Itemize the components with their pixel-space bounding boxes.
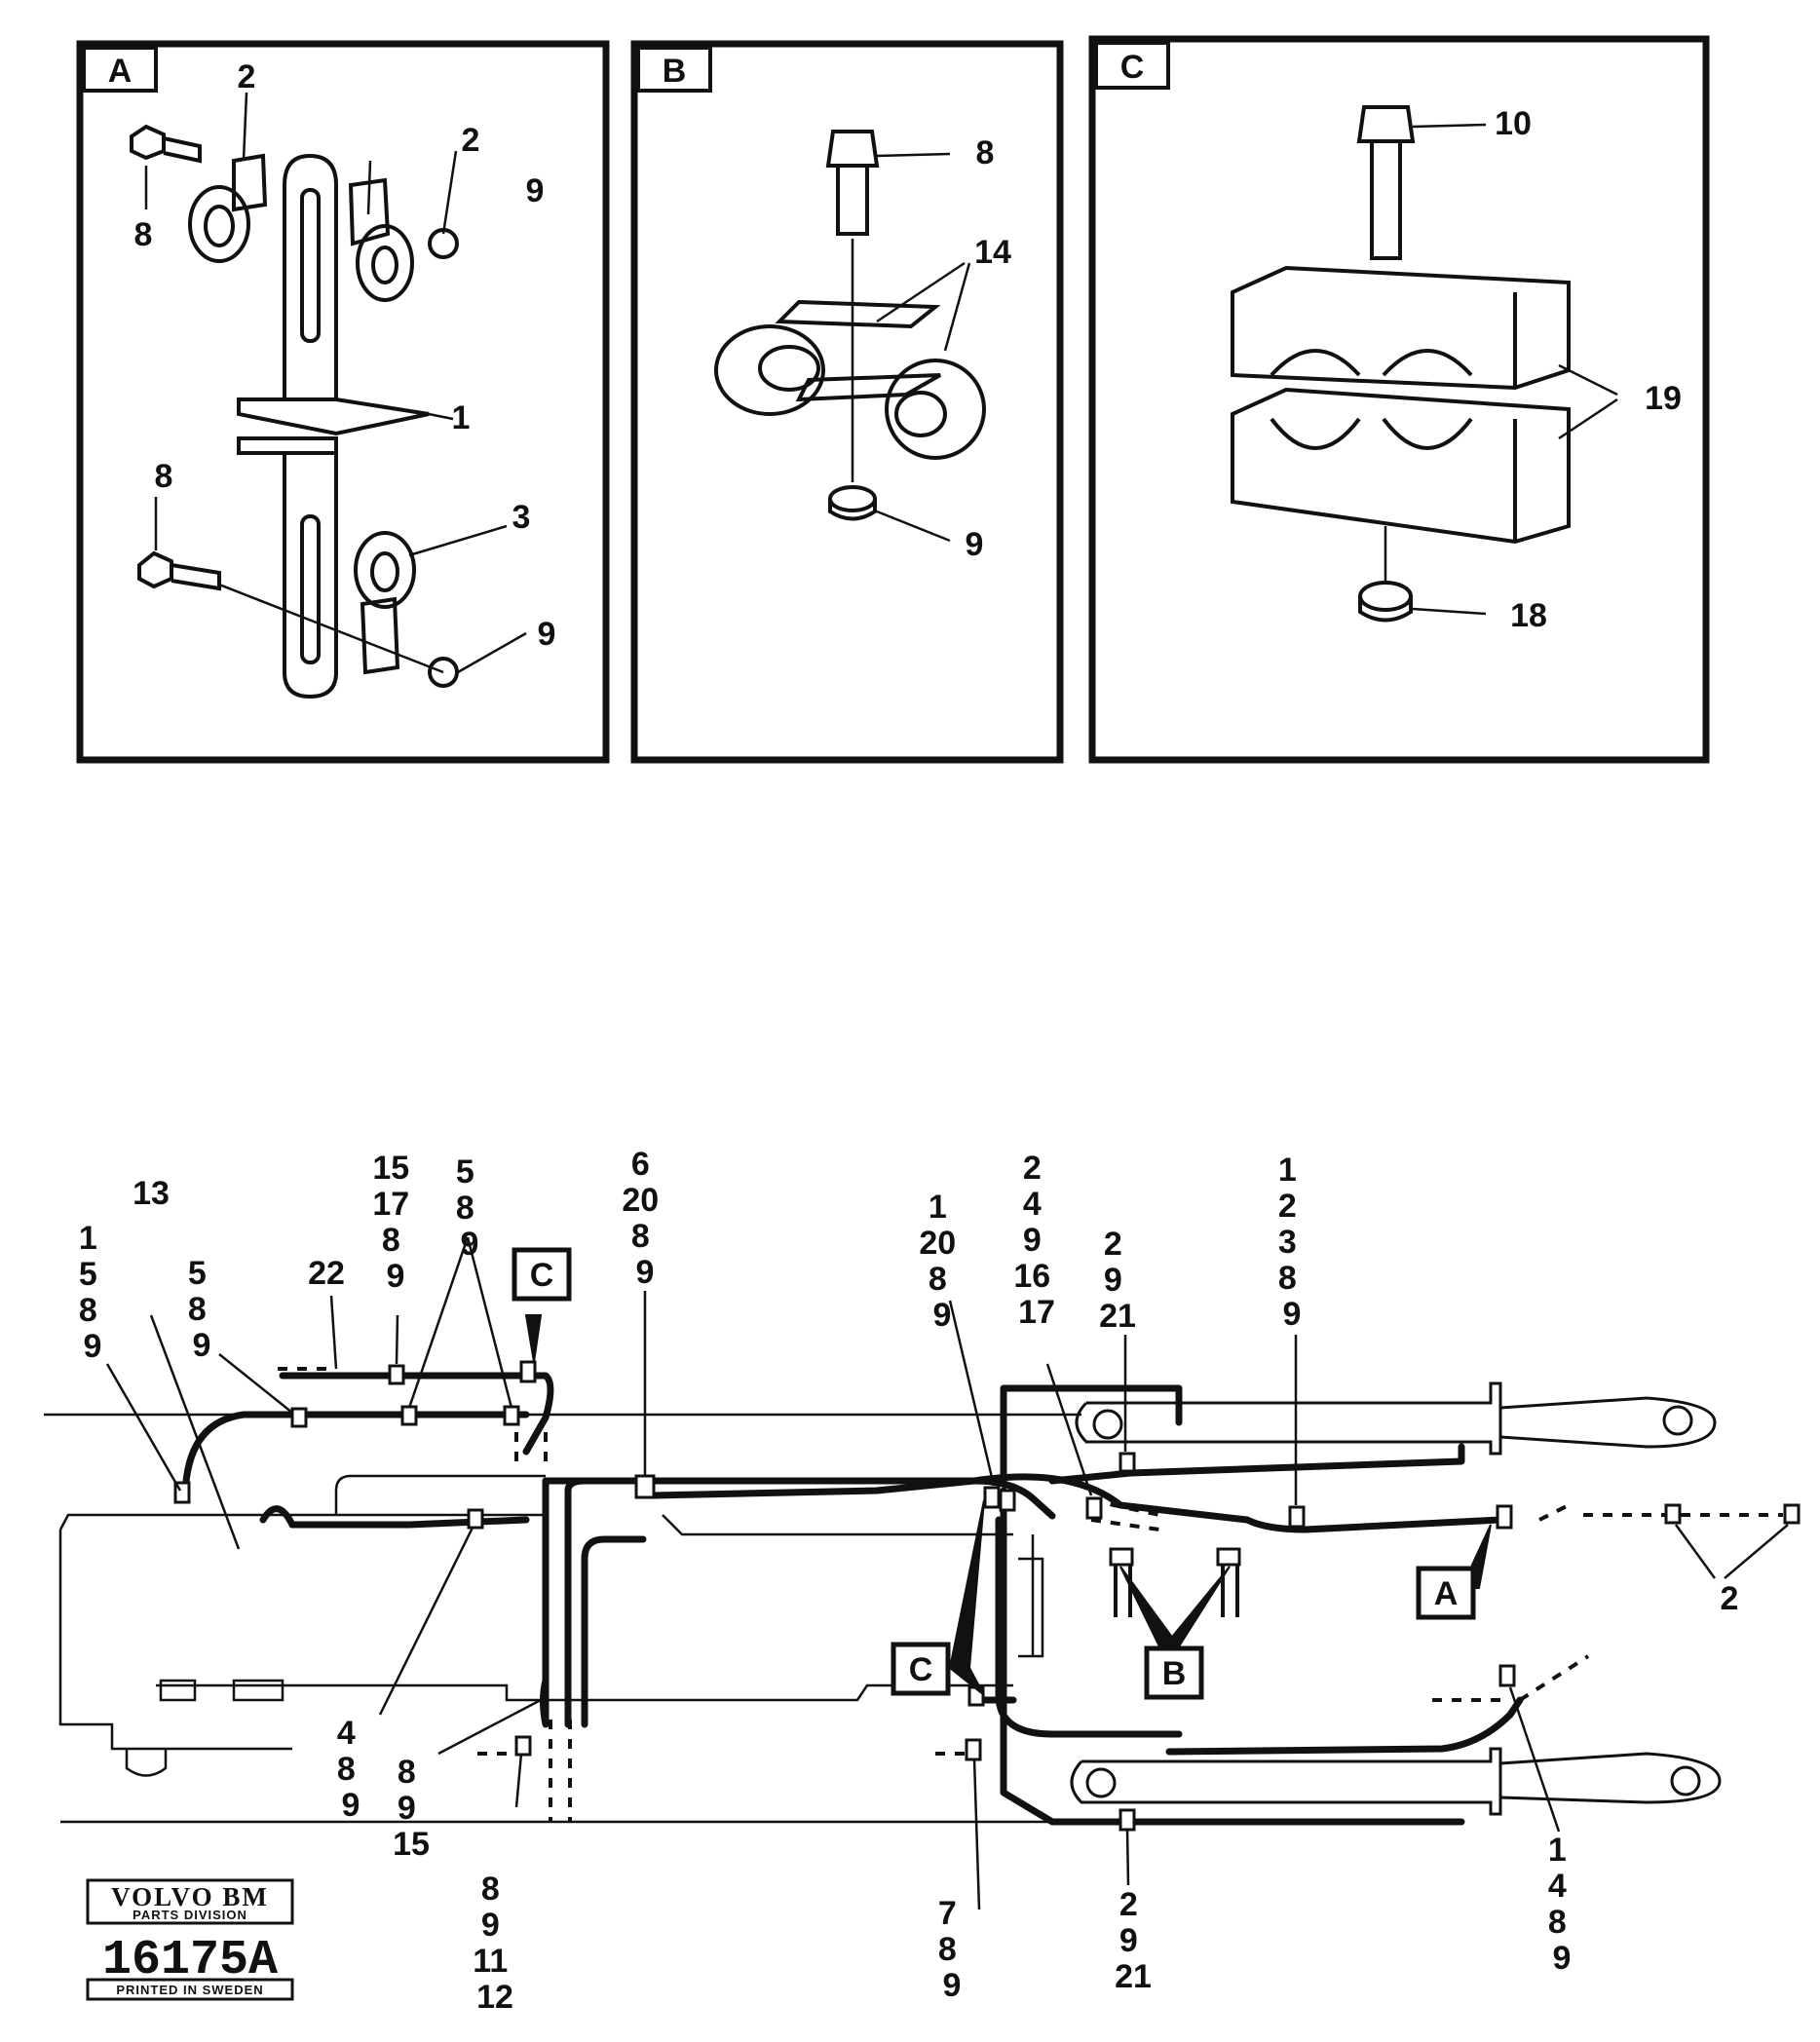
callout-19: 19: [1645, 380, 1682, 417]
svg-text:C: C: [909, 1651, 933, 1688]
panel-c-frame: [1088, 35, 1710, 764]
logo-brand: VOLVO BM: [111, 1882, 269, 1911]
panel-a-leaders: [144, 92, 527, 674]
callout-9-lower: 9: [538, 616, 556, 653]
callout-18: 18: [1510, 597, 1547, 634]
callout-stack-4-8-9: 4 8 9: [337, 1715, 364, 1824]
callout-stack-13: 13: [133, 1175, 170, 1212]
detail-tag-c-mid: C: [891, 1642, 951, 1696]
upper-cylinder: [1075, 1381, 1717, 1456]
callout-stack-2-9-21-bottom: 2 9 21: [1115, 1886, 1152, 1995]
svg-text:B: B: [1162, 1655, 1187, 1692]
callout-8: 8: [976, 134, 995, 171]
panel-c-leaders: [1384, 123, 1618, 616]
lower-bracket: [237, 436, 338, 700]
callout-3: 3: [512, 499, 531, 536]
panel-c-upper-block: [1231, 265, 1571, 391]
panel-c-nut: [1358, 581, 1413, 623]
callout-stack-5-8-9-mid: 5 8 9: [456, 1153, 483, 1263]
callout-9-upper: 9: [526, 172, 545, 209]
logo-brand-box: [86, 1878, 294, 1925]
panel-b-bolt: [825, 130, 880, 236]
panel-b-tag: B: [663, 53, 687, 90]
callout-14: 14: [974, 234, 1011, 271]
callout-1: 1: [452, 399, 471, 436]
detail-tag-c-top: C: [512, 1247, 572, 1302]
panel-c-lower-block: [1231, 387, 1571, 545]
detail-tag-b: B: [1144, 1645, 1204, 1700]
panel-a-tag: A: [108, 53, 133, 90]
panel-b-nut: [828, 485, 877, 521]
callout-8-lower: 8: [155, 458, 173, 495]
callout-stack-1-20-8-9: 1 20 8 9: [919, 1189, 965, 1334]
layout-leaders: [105, 1236, 1789, 1910]
callout-2-right: 2: [462, 122, 480, 159]
panel-b-leaders: [851, 152, 971, 543]
panel-b-clamps: [714, 299, 986, 460]
callout-9: 9: [966, 526, 984, 563]
panel-a: A: [76, 40, 610, 764]
callout-stack-2-4-9-16-17: 2 4 9 16 17: [1013, 1150, 1059, 1331]
callout-2-top: 2: [238, 58, 256, 95]
detail-tag-a: A: [1416, 1566, 1476, 1620]
panel-a-tag-box: [82, 46, 158, 93]
logo-division: PARTS DIVISION: [133, 1908, 247, 1922]
callout-stack-5-8-9-left: 5 8 9: [188, 1255, 215, 1364]
logo-footer: PRINTED IN SWEDEN: [116, 1983, 263, 1997]
callout-stack-15-17-8-9: 15 17 8 9: [372, 1150, 418, 1295]
panel-a-frame: [76, 40, 610, 764]
panel-c-bolt: [1356, 105, 1416, 260]
panel-c-tag-box: [1094, 41, 1170, 90]
layout-diagram: 1 5 8 9 13 5 8 9 22 15 17 8 9: [44, 1146, 1801, 2016]
layout-callouts: 1 5 8 9 13 5 8 9 22 15 17 8 9: [79, 1146, 1739, 2016]
callout-stack-2-9-21-top: 2 9 21: [1099, 1226, 1136, 1335]
callout-stack-8-9-15: 8 9 15: [393, 1754, 430, 1863]
callout-stack-7-8-9: 7 8 9: [938, 1895, 966, 2004]
callout-10: 10: [1495, 105, 1532, 142]
clamp-3: [354, 531, 416, 675]
callout-stack-1-4-8-9: 1 4 8 9: [1548, 1832, 1575, 1977]
dashed-ends: [278, 1367, 1783, 1822]
callout-stack-1-5-8-9: 1 5 8 9: [79, 1220, 106, 1365]
panel-b-frame: [630, 40, 1064, 764]
logo-footer-box: [86, 1978, 294, 2001]
svg-text:C: C: [530, 1257, 554, 1294]
panel-c: C 10 19 18: [1088, 35, 1710, 764]
callout-stack-6-20-8-9: 6 20 8 9: [622, 1146, 667, 1291]
callout-stack-1-2-3-8-9: 1 2 3 8 9: [1278, 1152, 1306, 1333]
svg-text:A: A: [1434, 1575, 1459, 1612]
callout-8-upper: 8: [134, 216, 153, 253]
frame-outline: [44, 1413, 1081, 1824]
callout-stack-2-right: 2: [1721, 1580, 1739, 1617]
clamp-2-right: [348, 177, 414, 302]
clamp-2-left: [188, 153, 268, 263]
panel-b: B 8 14 9: [630, 40, 1064, 764]
panel-b-tag-box: [636, 46, 712, 93]
callout-stack-8-9-11-12: 8 9 11 12: [473, 1871, 516, 2016]
volvo-bm-logo: VOLVO BM PARTS DIVISION 16175A PRINTED I…: [86, 1878, 294, 2001]
callout-stack-22: 22: [308, 1255, 345, 1292]
upper-bracket: [237, 153, 430, 436]
panel-a-fasteners: [130, 124, 459, 688]
lower-cylinder: [1070, 1747, 1722, 1816]
panel-c-tag: C: [1120, 49, 1145, 86]
hoses: [181, 1372, 1524, 1826]
